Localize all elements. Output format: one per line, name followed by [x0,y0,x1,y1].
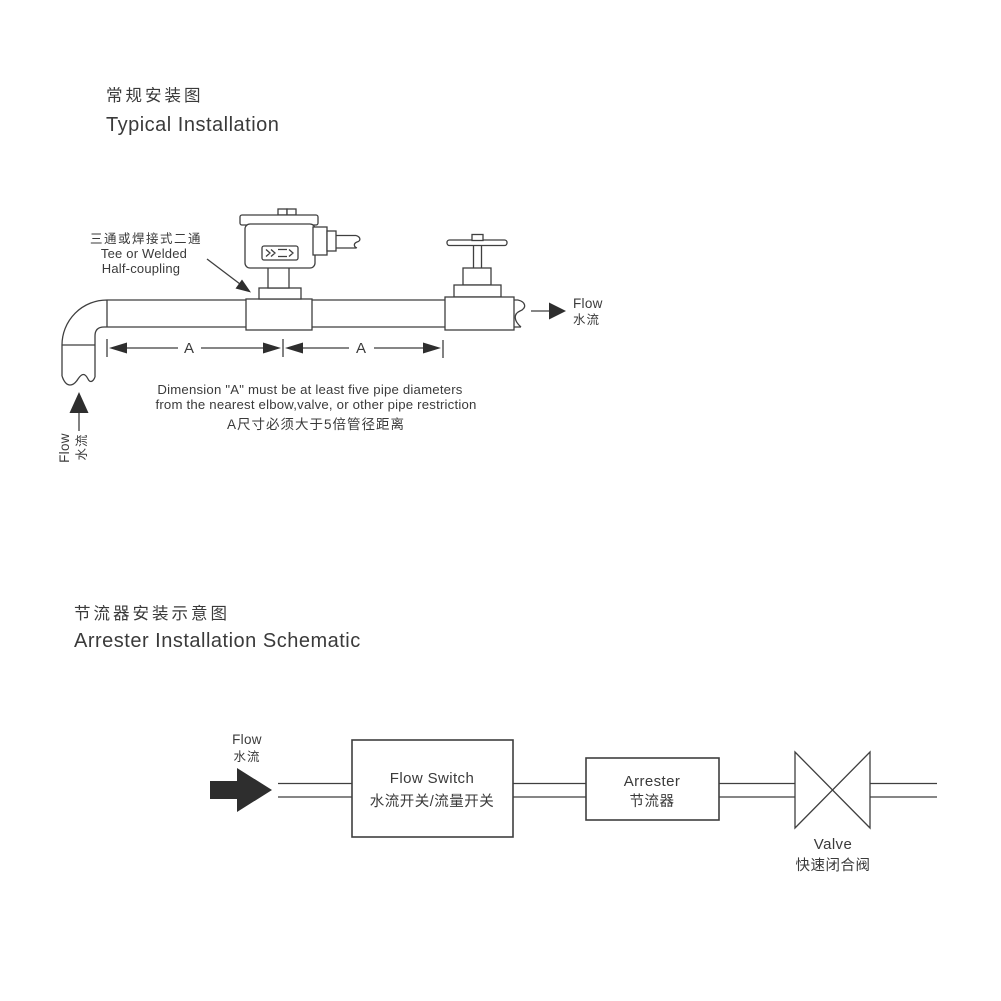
schematic-piping [278,782,937,798]
arrester-label-en: Arrester [624,773,681,790]
tee-callout-leader [206,258,241,285]
inlet-flow-label-en: Flow [57,433,72,463]
dim-arrow-right-2 [423,342,441,354]
switch-lid-tab-2 [286,208,297,216]
outlet-flow-arrow-icon [549,302,566,320]
note-line-3: A尺寸必须大于5倍管径距离 [227,416,405,432]
conduit-reducer [326,230,337,252]
tee-callout-en-1: Tee or Welded [101,246,187,261]
note-line-1: Dimension "A" must be at least five pipe… [157,382,462,397]
switch-lid-tab-1 [277,208,288,216]
valve-label-zh: 快速闭合阀 [796,857,871,874]
outlet-pipe-break [514,299,526,328]
schematic-flow-label-zh: 水流 [233,750,260,764]
inlet-flow-arrow-icon [69,392,89,413]
switch-window-chevrons-icon [265,248,294,258]
schematic-flow-label-en: Flow [232,732,262,747]
outlet-flow-label-zh: 水流 [573,313,600,327]
tee-callout-arrow-icon [235,279,251,293]
tee-fitting-body [245,298,313,331]
inlet-elbow-pipe [61,299,108,386]
inlet-flow-label-zh: 水流 [75,433,89,460]
conduit-pipe [336,234,361,249]
schematic-title-zh: 节流器安装示意图 [74,604,230,623]
valve-stem [472,245,483,268]
tee-fitting-neck [267,265,290,289]
typical-title-zh: 常规安装图 [106,86,204,105]
tee-callout-en-2: Half-coupling [102,261,180,276]
flow-switch-box [351,739,514,838]
tee-fitting-shoulder [258,287,302,300]
note-line-2: from the nearest elbow,valve, or other p… [155,397,476,412]
dim-arrow-left-2 [285,342,303,354]
flow-switch-label-en: Flow Switch [390,770,474,787]
valve-stem-cap [471,233,484,242]
dim-arrow-left-1 [109,342,127,354]
outlet-flow-label-en: Flow [573,296,603,311]
tee-callout-zh: 三通或焊接式二通 [90,231,202,246]
valve-label-en: Valve [814,836,852,853]
arrester-box [585,757,720,821]
arrester-schematic-diagram: Flow 水流 Flow Switch 水流开关/流量开关 Arrester 节… [210,732,937,874]
valve-symbol-icon [794,750,871,830]
dimension-a-right: A [356,340,366,357]
schematic-title-en: Arrester Installation Schematic [74,630,361,652]
arrester-label-zh: 节流器 [630,793,675,810]
valve-body [444,296,515,331]
valve-bonnet [462,267,492,286]
dimension-lines [106,339,444,358]
conduit-hub [312,226,328,256]
typical-installation-diagram: A A Flow 水流 Flow 水流 [57,208,603,463]
valve-upper-body [453,284,502,298]
dim-arrow-right-1 [263,342,281,354]
flow-switch-label-zh: 水流开关/流量开关 [370,793,495,810]
schematic-flow-arrow-icon [210,768,272,812]
dimension-a-left: A [184,340,194,357]
typical-title-en: Typical Installation [106,114,279,136]
